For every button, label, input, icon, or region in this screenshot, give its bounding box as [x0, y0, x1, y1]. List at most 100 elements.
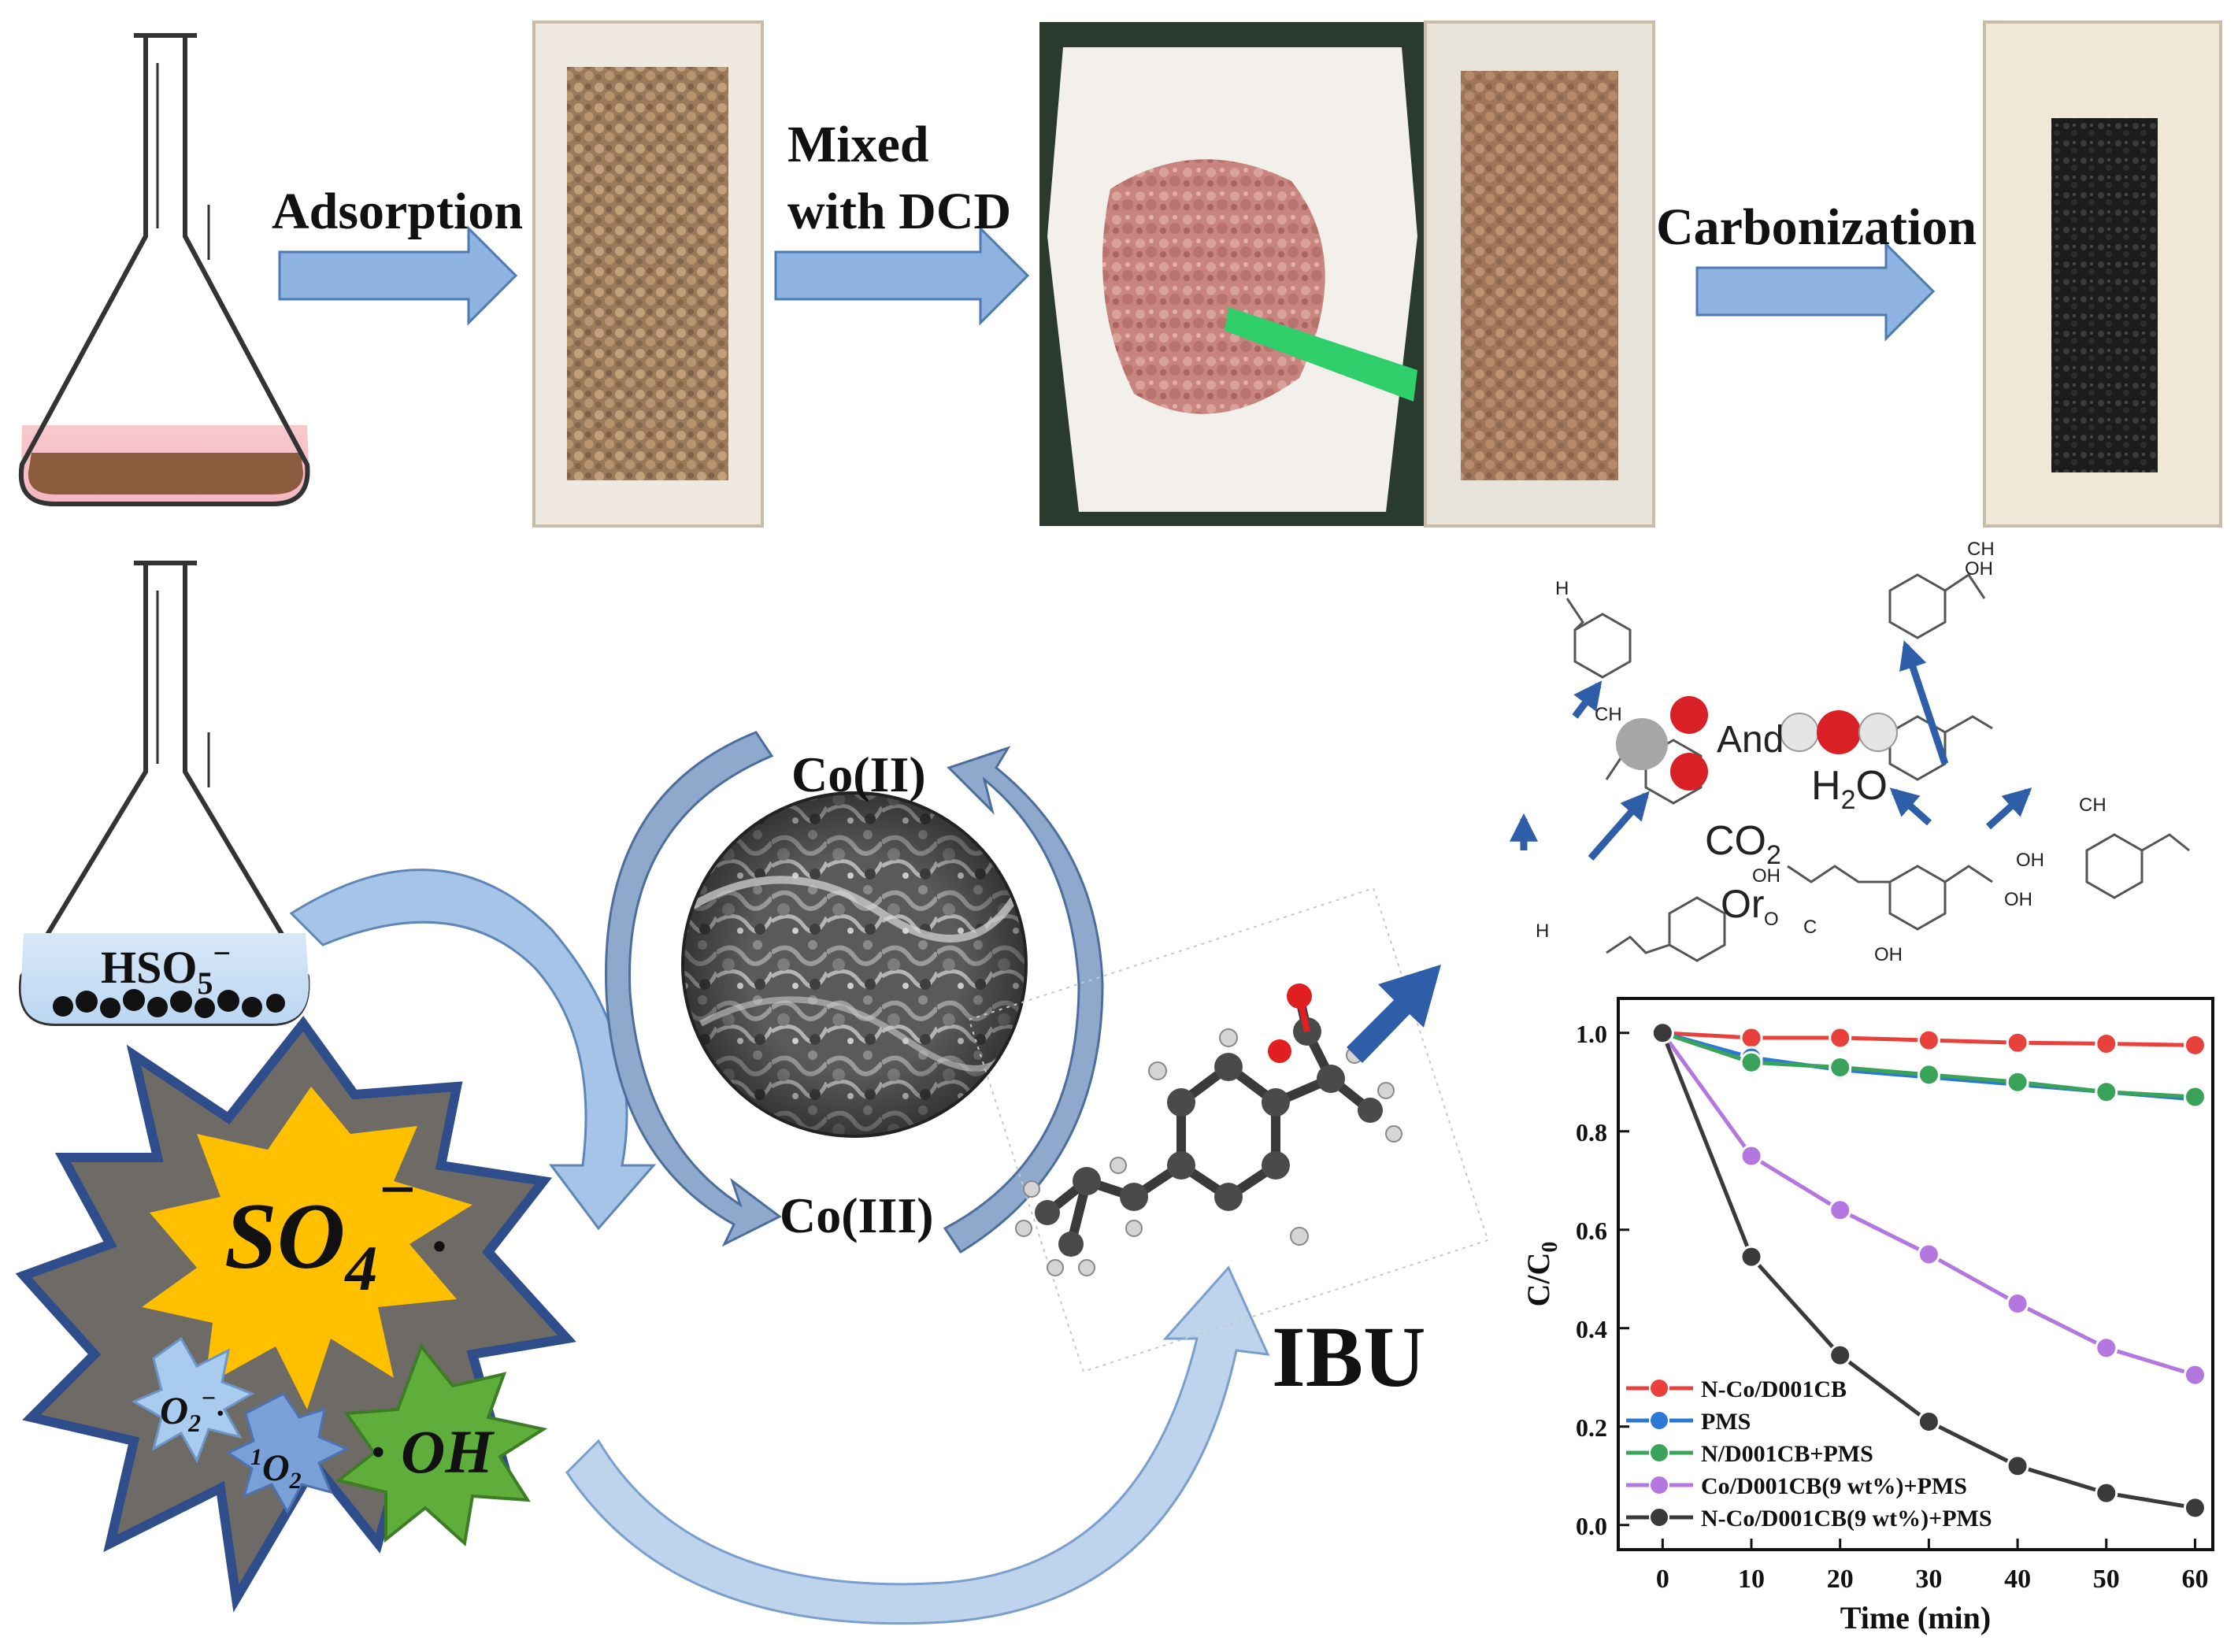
series-point: [2095, 1080, 2118, 1104]
y-tick-label: 0.4: [1576, 1315, 1607, 1343]
photo-crucible-beads: [532, 20, 764, 528]
svg-text:OH: OH: [1965, 558, 1993, 580]
label-ibu: IBU: [1272, 1309, 1426, 1405]
series-point: [1829, 1026, 1852, 1050]
label-and: And: [1717, 719, 1784, 761]
label-adsorption: Adsorption: [272, 183, 523, 240]
series-point: [1829, 1056, 1852, 1079]
series-point: [1917, 1063, 1940, 1087]
series-point: [1740, 1144, 1763, 1168]
series-point: [2006, 1292, 2029, 1315]
cycle-arrow-left: [605, 731, 782, 1247]
plot-area: [1617, 997, 2214, 1551]
label-superoxide: O2−·: [160, 1383, 224, 1437]
label-or: Or: [1721, 882, 1765, 926]
x-tick-label: 50: [2093, 1565, 2120, 1594]
x-tick-label: 20: [1827, 1565, 1854, 1594]
x-tick-label: 10: [1738, 1565, 1765, 1594]
series-point: [1917, 1243, 1940, 1266]
x-tick-label: 40: [2004, 1565, 2031, 1594]
label-co-ii: Co(II): [791, 746, 926, 802]
ibu-molecule-model: [968, 887, 1489, 1373]
series-point: [2183, 1033, 2207, 1057]
arrow-ibu-to-products: [1347, 965, 1441, 1063]
chem-atom-labels: H CH OH CH CH OH OH O OH OH H C: [1536, 539, 2106, 965]
y-tick-label: 0.0: [1576, 1512, 1607, 1540]
series-point: [2095, 1032, 2118, 1055]
flask-pms: [18, 561, 310, 1026]
x-axis-label: Time (min): [1840, 1600, 1991, 1635]
series-point: [1740, 1026, 1763, 1050]
y-tick-label: 0.6: [1576, 1217, 1607, 1245]
arrow-mix: [774, 225, 1030, 326]
series-point: [2183, 1496, 2207, 1520]
svg-text:H: H: [1536, 920, 1549, 942]
svg-text:CH: CH: [2079, 795, 2106, 816]
series-point: [1917, 1410, 1940, 1433]
curved-arrow-pms-to-radicals: [289, 869, 657, 1231]
legend-entry: Co/D001CB(9 wt%)+PMS: [1701, 1473, 1967, 1499]
series-point: [1651, 1021, 1674, 1045]
series-point: [2183, 1085, 2207, 1109]
legend-swatch-marker: [1649, 1507, 1669, 1528]
label-with-dcd: with DCD: [787, 183, 1011, 240]
cycle-arrow-right: [943, 746, 1104, 1254]
y-tick-label: 0.8: [1576, 1118, 1607, 1146]
label-co2: CO2: [1705, 818, 1781, 870]
legend-entry: N-Co/D001CB: [1701, 1376, 1847, 1402]
series-point: [2006, 1031, 2029, 1054]
label-h2o: H2O: [1811, 763, 1888, 815]
label-hso5: HSO5−: [101, 935, 231, 1001]
series-point: [1740, 1245, 1763, 1269]
label-hydroxyl-radical: · OH: [370, 1417, 495, 1486]
label-mixed: Mixed: [787, 116, 929, 173]
curved-arrow-radicals-to-ibu: [565, 1265, 1270, 1625]
svg-text:OH: OH: [1752, 865, 1780, 887]
legend-entry: PMS: [1701, 1409, 1751, 1435]
catalyst-sem-image: [681, 791, 1028, 1138]
y-tick-label: 0.2: [1576, 1413, 1607, 1442]
legend-swatch-marker: [1649, 1378, 1669, 1398]
series-point: [2095, 1336, 2118, 1360]
svg-text:CH: CH: [1967, 539, 1995, 560]
label-singlet-oxygen: 1O2: [250, 1444, 302, 1494]
svg-text:C: C: [1803, 917, 1817, 938]
svg-text:O: O: [1764, 909, 1779, 930]
series-point: [2006, 1070, 2029, 1094]
photo-crucible-mixed: [1424, 20, 1655, 528]
radical-star-cluster: [15, 1016, 576, 1613]
degradation-chart: 0 10 20 30 40 50 60 0.0 0.2 0.4 0.6 0.8 1.0 N-Co/D00…: [1521, 997, 2214, 1635]
series-point: [2183, 1363, 2207, 1387]
series-point: [1740, 1050, 1763, 1074]
series-point: [2006, 1454, 2029, 1478]
svg-text:OH: OH: [1874, 944, 1903, 965]
legend-swatch-marker: [1649, 1443, 1669, 1463]
arrow-adsorption: [278, 225, 518, 326]
svg-text:OH: OH: [2016, 850, 2044, 871]
svg-text:H: H: [1555, 578, 1569, 599]
photo-crucible-carbonized: [1983, 20, 2222, 528]
series-point: [2095, 1481, 2118, 1505]
series-point: [1917, 1028, 1940, 1052]
series-point: [1829, 1343, 1852, 1367]
svg-text:CH: CH: [1595, 704, 1622, 725]
x-tick-label: 0: [1656, 1565, 1669, 1594]
legend-entry: N/D001CB+PMS: [1701, 1441, 1873, 1467]
arrow-carbonization: [1695, 241, 1936, 342]
legend-swatch-marker: [1649, 1475, 1669, 1495]
y-tick-label: 1.0: [1576, 1020, 1607, 1048]
degradation-pathway: [1510, 572, 2190, 962]
legend-entry: N-Co/D001CB(9 wt%)+PMS: [1701, 1506, 1992, 1532]
x-tick-label: 30: [1915, 1565, 1942, 1594]
svg-text:OH: OH: [2004, 889, 2032, 910]
x-tick-label: 60: [2181, 1565, 2208, 1594]
flask-adsorption: [18, 33, 310, 506]
label-carbonization: Carbonization: [1656, 198, 1977, 256]
label-sulfate-radical: SO4−·: [224, 1154, 447, 1304]
y-axis-label: C/C0: [1521, 1242, 1562, 1307]
series-point: [1829, 1198, 1852, 1222]
photo-mortar-pink-powder: [1039, 22, 1425, 526]
label-co-iii: Co(III): [780, 1187, 934, 1243]
legend-swatch-marker: [1649, 1410, 1669, 1431]
